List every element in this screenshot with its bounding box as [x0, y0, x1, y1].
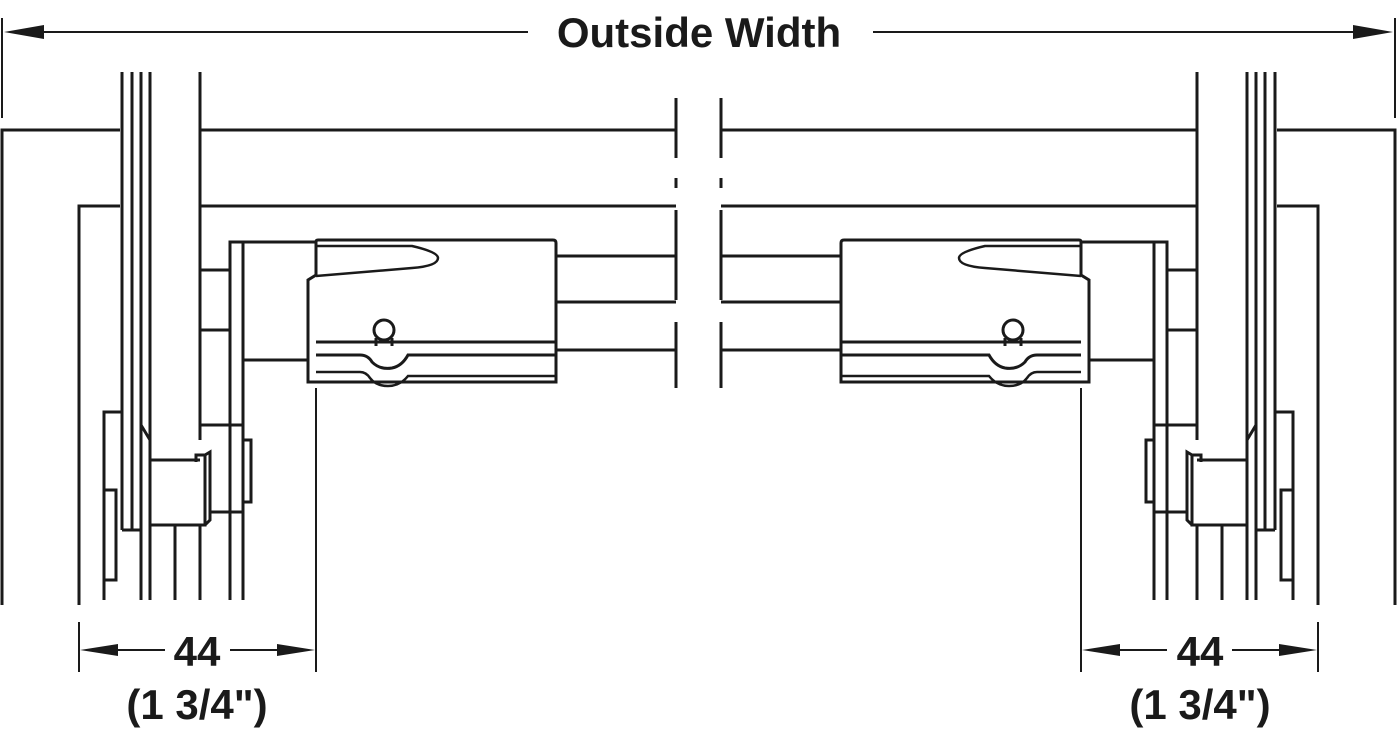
left-side-panel: [0, 128, 120, 605]
right-offset-dimension: 44 (1 3/4"): [1080, 388, 1319, 728]
left-hinge-assembly: [102, 72, 315, 600]
left-offset-dimension: 44 (1 3/4"): [78, 388, 317, 728]
right-dimension-value: 44: [1177, 628, 1224, 675]
outside-width-label: Outside Width: [557, 9, 841, 56]
arrowhead-right: [1353, 25, 1393, 39]
left-dimension-value: 44: [174, 628, 221, 675]
right-dimension-imperial: (1 3/4"): [1129, 681, 1270, 728]
right-side-panel: [1277, 128, 1397, 605]
outside-width-dimension: Outside Width: [1, 9, 1396, 118]
right-inner-plate: [1277, 204, 1320, 605]
right-slide-block: [721, 238, 1091, 388]
arrowhead-left: [4, 25, 44, 39]
break-marks: [674, 98, 723, 388]
left-dimension-imperial: (1 3/4"): [126, 681, 267, 728]
left-inner-plate: [77, 204, 120, 605]
right-hinge-assembly: [1082, 72, 1295, 600]
cabinet-outline: [0, 128, 1397, 605]
left-slide-block: [306, 238, 676, 388]
